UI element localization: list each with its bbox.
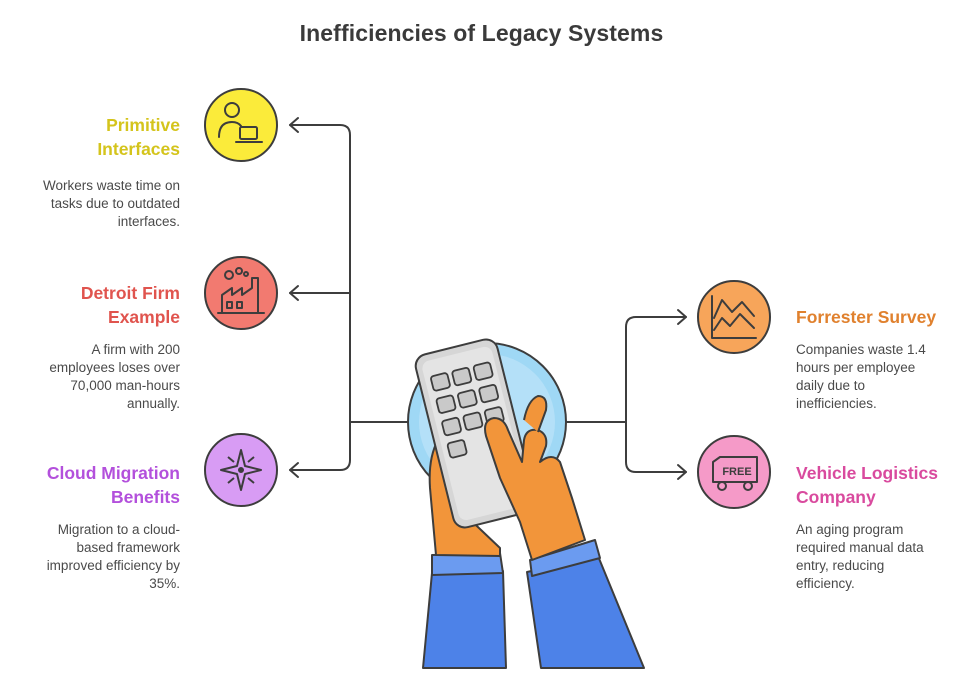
arrowhead-cloud	[289, 462, 299, 478]
detroit-firm-node	[204, 256, 278, 330]
hand-calculator-illustration	[407, 338, 645, 669]
page-title: Inefficiencies of Legacy Systems	[299, 20, 664, 46]
arrowhead-detroit	[289, 285, 299, 301]
connector-primitive	[289, 124, 351, 423]
connector-forrester	[625, 316, 687, 423]
line-chart-icon	[711, 295, 757, 339]
arrowhead-forrester	[677, 309, 687, 325]
connector-cloud	[289, 421, 351, 471]
forrester-survey-description: Companies waste 1.4 hours per employee d…	[796, 342, 926, 411]
cloud-migration-description: Migration to a cloud- based framework im…	[46, 522, 180, 591]
connectors	[289, 117, 687, 480]
arrowhead-primitive	[289, 117, 299, 133]
vehicle-logistics-description: An aging program required manual data en…	[796, 522, 924, 591]
truck-free-label: FREE	[722, 466, 751, 478]
compass-star-icon	[220, 449, 262, 491]
factory-icon	[217, 267, 265, 314]
vehicle-logistics-node: FREE	[697, 435, 771, 509]
primitive-interfaces-heading: Primitive Interfaces	[97, 115, 180, 159]
detroit-firm-heading: Detroit Firm Example	[80, 283, 180, 327]
detroit-firm-description: A firm with 200 employees loses over 70,…	[49, 342, 180, 411]
vehicle-logistics-heading: Vehicle Logistics Company	[796, 463, 938, 507]
forrester-survey-heading: Forrester Survey	[796, 307, 937, 327]
arrowhead-vehicle	[677, 464, 687, 480]
connector-vehicle	[625, 421, 687, 473]
cloud-migration-heading: Cloud Migration Benefits	[46, 463, 180, 507]
forrester-survey-node	[697, 280, 771, 354]
free-delivery-truck-icon	[712, 456, 758, 491]
user-laptop-icon	[218, 102, 263, 143]
primitive-interfaces-description: Workers waste time on tasks due to outda…	[42, 178, 180, 229]
primitive-interfaces-node	[204, 88, 278, 162]
cloud-migration-node	[204, 433, 278, 507]
